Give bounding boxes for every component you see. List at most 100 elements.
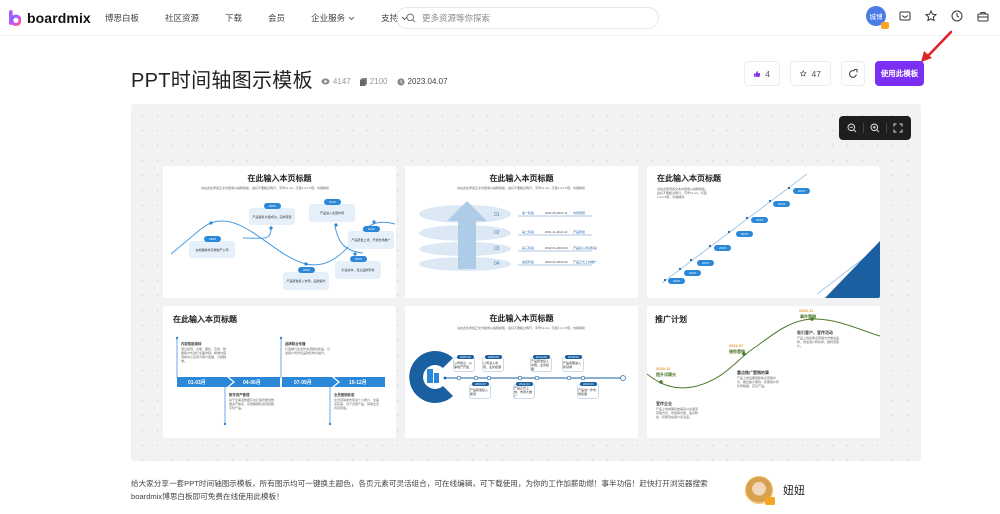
zoom-controls xyxy=(839,116,911,140)
mail-icon[interactable] xyxy=(898,9,912,23)
nav-label: 社区资源 xyxy=(165,13,200,23)
main-nav: 博思白板 社区资源 下载 会员 企业服务 支持 xyxy=(105,0,434,36)
node-text: 产品发展进入新领域 xyxy=(563,360,582,369)
search-input[interactable] xyxy=(422,13,642,23)
step-desc: 产品正式上线推广 xyxy=(573,260,598,264)
slide-preview-3[interactable]: 在此输入本页标题 请在这里添加文本内容或从编辑模板，最好不要超过两行，字号12-… xyxy=(647,166,880,298)
year-pill: 20XX xyxy=(773,201,791,207)
copies-count: 2100 xyxy=(369,77,388,86)
step-number: 01 xyxy=(494,212,500,218)
year-pill: 201X xyxy=(363,226,381,232)
nav-item-download[interactable]: 下载 xyxy=(225,12,242,24)
use-template-button[interactable]: 使用此模板 xyxy=(875,61,924,86)
node-date: 2008.05 xyxy=(485,355,502,359)
nav-item-whiteboard[interactable]: 博思白板 xyxy=(105,12,139,24)
user-avatar[interactable]: 城博 xyxy=(866,6,889,29)
node-text: 公司进入市场，业务拓展 xyxy=(483,360,502,369)
milestone-card: 产品研发上线，开拓市场推广 xyxy=(348,231,394,249)
year-pill: 20XX xyxy=(684,270,702,276)
year-pill: 20XX xyxy=(751,217,769,223)
step-desc: 市场调研 xyxy=(573,211,586,215)
boardmix-logo[interactable]: boardmix xyxy=(9,10,91,26)
slide-title: 在此输入本页标题 xyxy=(489,314,554,323)
step-number: 02 xyxy=(494,230,500,236)
node-text: 公司成立，从事地产开发 xyxy=(454,360,473,369)
step-desc: 产品研发 xyxy=(573,230,586,234)
year-pill: 20XX xyxy=(736,231,754,237)
vip-badge-icon xyxy=(881,22,889,29)
clock-icon[interactable] xyxy=(950,9,964,23)
node-card: 产品进一步市场拓展 xyxy=(577,384,599,399)
nav-item-membership[interactable]: 会员 xyxy=(268,12,285,24)
year-pill: 200X xyxy=(264,203,282,209)
node-card: 公司成立，从事地产开发 xyxy=(453,357,475,372)
nav-item-enterprise[interactable]: 企业服务 xyxy=(311,12,355,24)
thumbs-up-icon xyxy=(754,70,761,77)
milestone-text: 产品研发投入市场，品质提升 xyxy=(286,279,326,283)
item-text: 通过运营、文章、图标、互动、数据等方式进行全面内容，精准内容洞察中心注意力客户发… xyxy=(181,347,227,363)
slide-title: 在此输入本页标题 xyxy=(489,174,554,183)
item-text: 打造跨行业合作资源推出新品，引发用户增长和品牌影响力提升。 xyxy=(285,347,331,355)
divider xyxy=(886,123,887,133)
chevron-down-icon xyxy=(348,16,355,20)
node-text: 产品正式上线，市场大推广 xyxy=(514,385,533,398)
views-count: 4147 xyxy=(332,77,351,86)
slide-preview-5[interactable]: 在此输入本页标题 请在此处添加正文内容或从编辑模板，最好不要超过两行，字号12-… xyxy=(405,306,638,438)
copy-icon xyxy=(359,77,367,86)
slide-preview-1[interactable]: 在此输入本页标题 请在此处添加正文内容或从编辑模板，最好不要超过两行，字号12-… xyxy=(163,166,396,298)
slide-preview-6[interactable]: 推广计划 2020.12 提升试曝光 宣传企业 产品上线前期投放渠道以全渠道营销… xyxy=(647,306,880,438)
node-card: 产品正式上线，市场大推广 xyxy=(513,384,535,399)
zoom-in-icon[interactable] xyxy=(868,121,882,135)
nav-label: 企业服务 xyxy=(311,13,346,23)
template-description: 给大家分享一套PPT时间轴图示模板，所有图示均可一键换主题色，各页元素可灵活组合… xyxy=(131,479,708,501)
briefcase-icon[interactable] xyxy=(976,9,990,23)
share-button[interactable] xyxy=(841,61,865,86)
step-number: 04 xyxy=(494,261,500,267)
stacked-arrow-graphic xyxy=(419,201,592,271)
zoom-out-icon[interactable] xyxy=(845,121,859,135)
year-pill: 20XX xyxy=(668,278,686,284)
page-title: PPT时间轴图示模板 xyxy=(131,70,313,92)
milestone-text: 在地理城市高端地产公司 xyxy=(195,247,229,252)
author-name[interactable]: 妞妞 xyxy=(783,485,805,497)
vip-badge-icon xyxy=(765,497,775,505)
slide-preview-2[interactable]: 在此输入本页标题 请在此处添加正文内容或从编辑模板，最好不要超过两行，字号12-… xyxy=(405,166,638,298)
year-pill: 201X xyxy=(350,256,368,262)
header-right-icons: 城博 xyxy=(866,6,990,29)
nav-label: 下载 xyxy=(225,13,243,23)
node-date: 2018.02 xyxy=(565,355,582,359)
step-date: 2022.03-2022.06 xyxy=(545,260,568,264)
c-shape-timeline-graphic xyxy=(409,351,626,403)
item-heading: 数字资产管理 xyxy=(229,393,250,397)
boardmix-logo-icon xyxy=(9,10,21,26)
search-box[interactable] xyxy=(396,7,659,29)
template-preview-canvas[interactable]: 在此输入本页标题 请在此处添加正文内容或从编辑模板，最好不要超过两行，字号12-… xyxy=(131,104,921,461)
milestone-text: 产品研发上线，开拓市场推广 xyxy=(351,238,391,242)
views-stat: 4147 xyxy=(321,77,351,86)
author-info[interactable]: 妞妞 xyxy=(745,476,805,505)
like-button[interactable]: 4 xyxy=(744,61,780,86)
milestone-phase: 事件营销 xyxy=(800,314,816,319)
milestone-heading: 吸引客户，宣传活动 xyxy=(797,330,833,335)
milestone-card: 产品进入全国市场 xyxy=(309,204,355,222)
star-icon[interactable] xyxy=(924,9,938,23)
brand-name: boardmix xyxy=(27,10,91,26)
milestone-text: 产品上线后期借势热点营销方式，推出各大爆款，积累用户转化率数据，完善产品。 xyxy=(737,376,780,388)
nav-label: 支持 xyxy=(381,13,399,23)
favorite-button[interactable]: 47 xyxy=(790,61,831,86)
slide-preview-4[interactable]: 在此输入本页标题 01-03月 04-06月 07-09月 10-12月 内容智… xyxy=(163,306,396,438)
node-date: 2014.06 xyxy=(533,355,550,359)
milestone-phase: 借势营销 xyxy=(729,349,745,354)
year-pill: 20XX xyxy=(714,245,732,251)
nav-item-community[interactable]: 社区资源 xyxy=(165,12,199,24)
author-avatar[interactable] xyxy=(745,476,775,505)
milestone-card: 产品研发投入市场，品质提升 xyxy=(283,272,329,290)
fullscreen-icon[interactable] xyxy=(891,121,905,135)
milestone-card: 产品销售分级成功，完成转型 xyxy=(249,208,295,225)
slide-title: 在此输入本页标题 xyxy=(657,174,721,183)
step-stage: 第四阶段 xyxy=(522,260,535,264)
step-desc: 产品投入测试阶段 xyxy=(573,246,598,250)
milestone-text: 产品上线后重点营销方式推出品牌，增加用户转化率，维持老客户。 xyxy=(797,336,840,348)
milestone-date: 2020.12 xyxy=(656,366,671,371)
top-navigation-bar: boardmix 博思白板 社区资源 下载 会员 企业服务 支持 城博 xyxy=(0,0,1000,36)
